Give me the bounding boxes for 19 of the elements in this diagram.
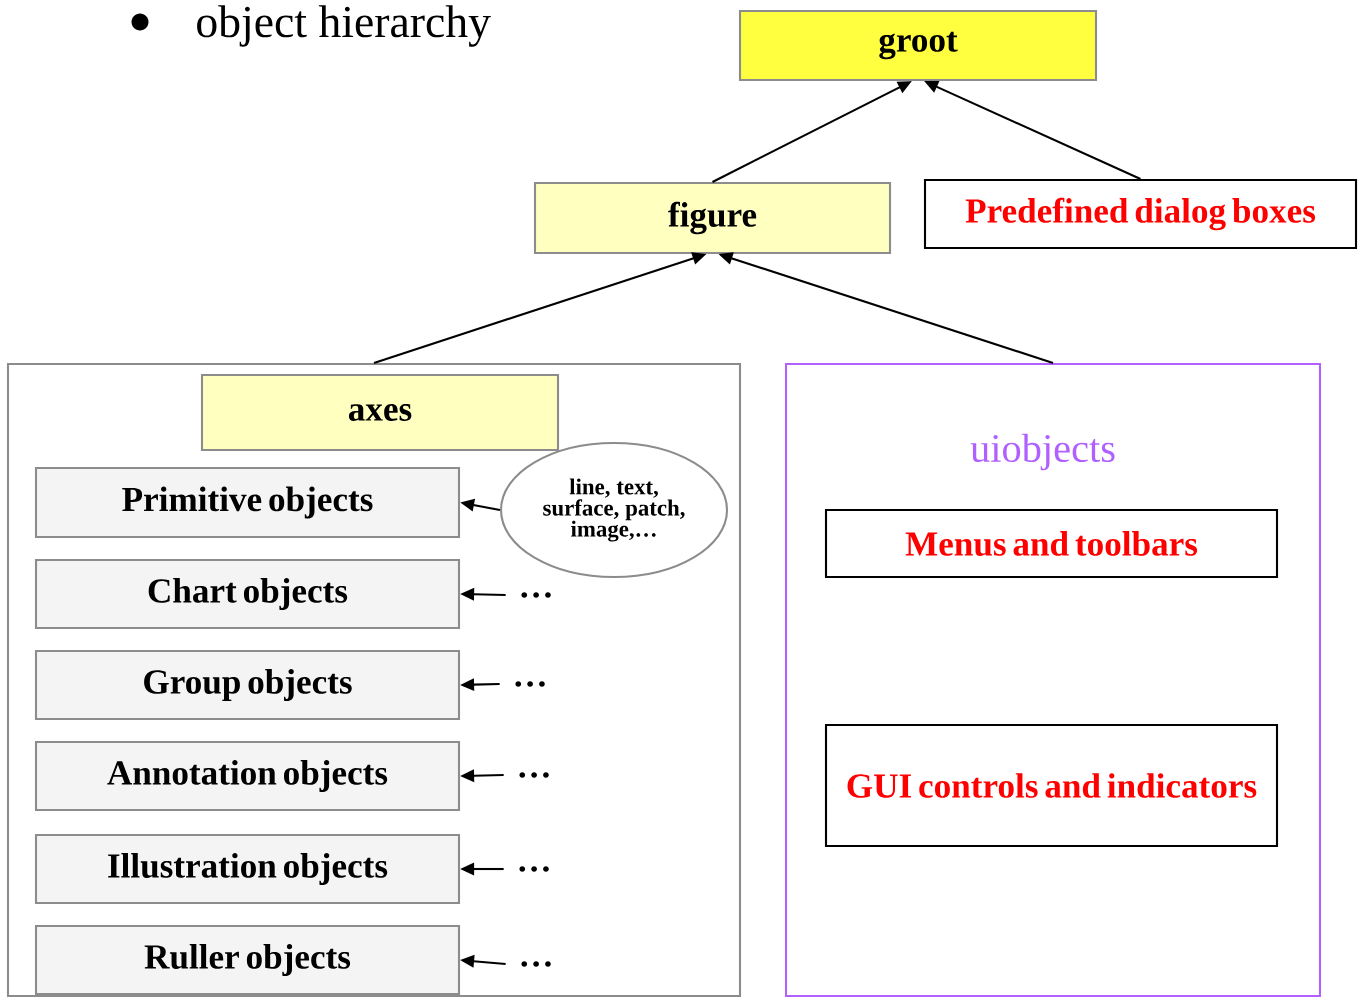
figure-box: figure: [533, 181, 892, 255]
axes-box: axes: [200, 373, 560, 452]
ellipsis-text: …: [519, 772, 549, 778]
bullet-text: object hierarchy: [197, 5, 491, 47]
root-box: groot: [738, 9, 1098, 82]
axes-panel: [6, 362, 742, 998]
ellipsis-text: …: [519, 866, 549, 872]
class-box: Annotation objects: [34, 740, 461, 812]
ellipsis-text: …: [521, 961, 551, 967]
class-box: Chart objects: [34, 558, 461, 630]
menu-box: Menus and toolbars: [824, 508, 1279, 579]
ellipsis-text: …: [515, 681, 545, 687]
controls-box: GUI controls and indicators: [824, 723, 1279, 848]
class-box: Group objects: [34, 649, 461, 721]
class-box: Primitive objects: [34, 466, 461, 539]
dialog-box: Predefined dialog boxes: [923, 178, 1358, 250]
class-box: Ruller objects: [34, 924, 461, 996]
ellipsis-text: …: [521, 592, 551, 598]
class-box: Illustration objects: [34, 833, 461, 905]
